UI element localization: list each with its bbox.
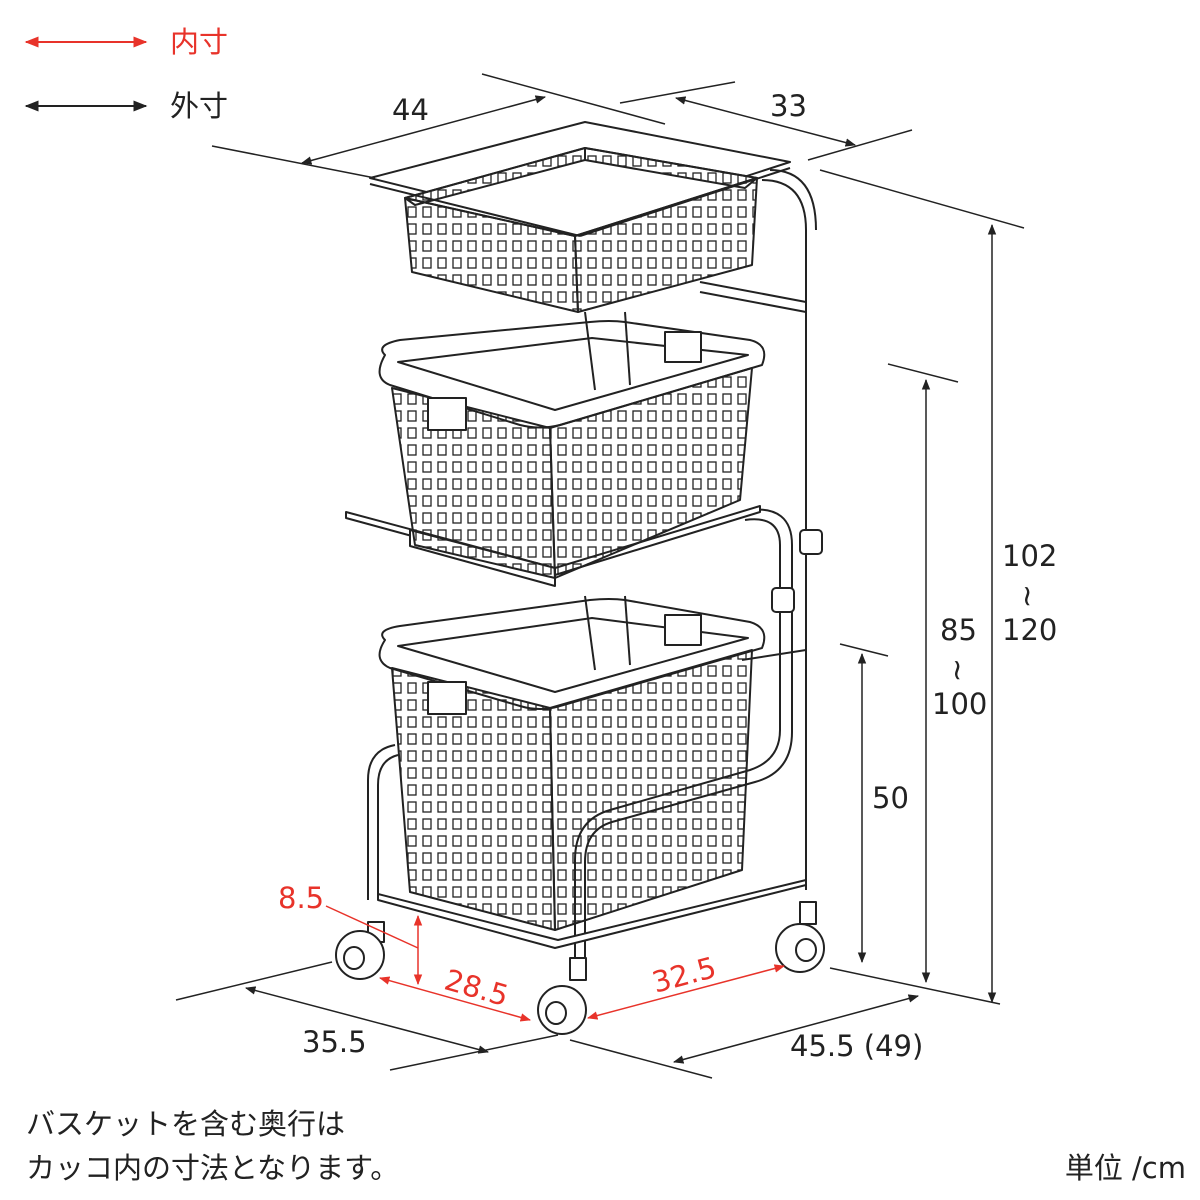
extension-top-left — [211, 145, 376, 179]
label-height-low: 50 — [872, 781, 909, 815]
extension-low-height-top — [839, 643, 889, 657]
extension-base-front — [389, 1034, 559, 1071]
label-base-clearance: 8.5 — [278, 881, 324, 915]
bottom-basket-front-face — [391, 667, 556, 931]
label-height-mid-sep: ~ — [941, 658, 975, 682]
dim-arrow-base-inner-width — [378, 976, 532, 1022]
extension-top-back — [481, 73, 666, 125]
inner-dimension-lines — [325, 905, 786, 1022]
extension-full-height-bottom — [829, 967, 1001, 1005]
frame-rail-mid — [741, 649, 807, 661]
unit-label: 単位 /cm — [1064, 1151, 1186, 1185]
middle-basket-side-face — [549, 367, 753, 579]
middle-basket — [345, 311, 766, 587]
dimension-labels: 44 33 102 ~ 120 85 ~ 100 50 35.5 45.5 (4… — [302, 89, 1057, 1063]
depth-note-line-2: カッコ内の寸法となります。 — [26, 1151, 400, 1185]
label-height-full-sep: ~ — [1011, 584, 1045, 608]
extension-base-left — [175, 961, 333, 1001]
caster-rear-left — [335, 921, 385, 980]
bottom-basket-side-face — [549, 649, 753, 931]
label-height-full-bottom: 120 — [1002, 613, 1057, 647]
basket-cart-illustration — [335, 121, 825, 1035]
leader-base-clearance — [325, 905, 419, 949]
frame-rail-upper — [699, 291, 807, 313]
dimension-lines — [175, 73, 1025, 1079]
dim-arrow-base-inner-depth — [586, 964, 786, 1020]
caster-rear-right — [775, 901, 825, 973]
dim-arrow-top-width — [300, 95, 547, 165]
bottom-basket — [377, 595, 807, 949]
frame-rear-loop — [367, 744, 399, 900]
label-base-inner-width: 28.5 — [441, 963, 512, 1013]
outer-legend-label: 外寸 — [170, 89, 228, 123]
extension-base-front-right — [569, 1039, 713, 1079]
pole-joint-upper — [799, 529, 823, 555]
pole-joint-lower — [771, 587, 795, 613]
extension-top-right — [619, 81, 736, 104]
caster-front — [537, 957, 587, 1035]
extension-full-height-top — [819, 169, 1025, 229]
depth-note-line-1: バスケットを含む奥行は — [26, 1107, 346, 1141]
legend: 内寸 外寸 — [24, 25, 228, 123]
label-base-inner-depth: 32.5 — [649, 950, 720, 1000]
extension-mid-height-top — [887, 363, 959, 383]
dim-arrow-base-depth — [672, 994, 920, 1064]
label-top-depth: 33 — [770, 89, 807, 123]
inner-legend-label: 内寸 — [170, 25, 228, 59]
bottom-shelf — [377, 879, 807, 949]
extension-top-right-2 — [807, 129, 913, 161]
label-height-full-top: 102 — [1002, 539, 1057, 573]
label-height-mid-bottom: 100 — [932, 687, 987, 721]
label-base-depth: 45.5 (49) — [790, 1029, 923, 1063]
dim-arrow-base-width — [244, 986, 490, 1054]
dim-arrow-top-depth — [674, 96, 857, 147]
label-top-width: 44 — [392, 93, 429, 127]
top-basket — [369, 121, 791, 313]
label-height-mid-top: 85 — [940, 613, 977, 647]
label-base-width: 35.5 — [302, 1025, 367, 1059]
frame-rail-top — [699, 281, 807, 303]
